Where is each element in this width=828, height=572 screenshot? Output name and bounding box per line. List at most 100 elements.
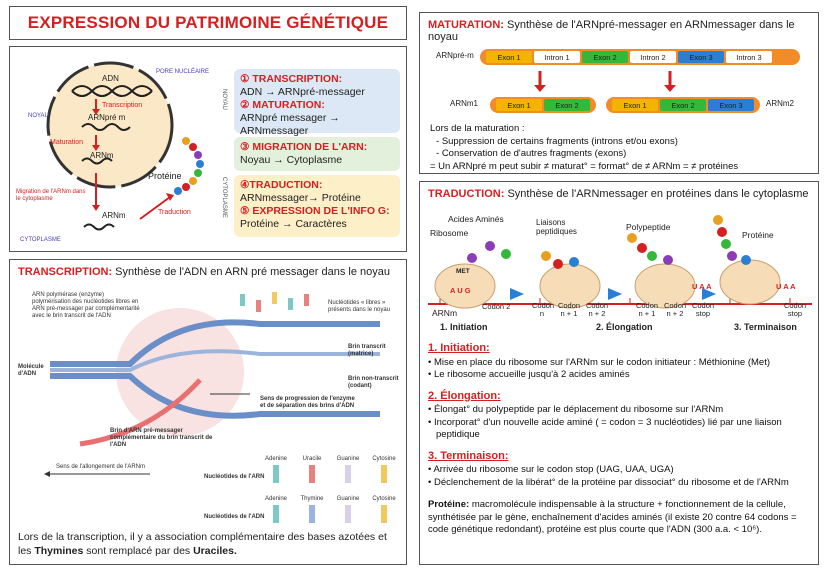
maturation-arrows <box>534 71 676 92</box>
met-badge: MET <box>456 268 470 275</box>
step-5-title: ⑤ EXPRESSION DE L'INFO G: <box>240 205 390 217</box>
arn-base-label: Adenine <box>264 456 288 462</box>
adn-base-stick <box>381 505 387 523</box>
maturation-bullet-2: - Conservation de d'autres fragments (ex… <box>436 148 627 159</box>
bullet-text: Mise en place du ribosome sur l'ARNm sur… <box>433 356 771 368</box>
sens-allongement-label: Sens de l'allongement de l'ARNm <box>56 464 146 470</box>
m2-exon-1: Exon 1 <box>612 99 658 111</box>
overview-panel: PORE NUCLÉAIRE NOYAU ADN Transcription A… <box>9 46 407 252</box>
seg-exon-3: Exon 3 <box>678 51 724 63</box>
terminaison-bullet-2: • Déclenchement de la libérat° de la pro… <box>428 476 789 488</box>
arn-pre-m-label: ARNpré-m <box>436 51 474 60</box>
brin-arn-label: Brin d'ARN pré-messager complémentaire d… <box>110 428 213 448</box>
ribosome-label: Ribosome <box>430 228 469 238</box>
arnm-label: ARNm <box>432 308 458 318</box>
proteine-bold: Protéine: <box>428 499 470 510</box>
arn-base-adenine: Adenine <box>260 456 292 490</box>
conclusion-part-1: Lors de la transcription, il y a associa… <box>18 531 387 557</box>
arn-bases-row: Adenine Uracile Guanine Cytosine <box>260 456 400 490</box>
arn-m2-label: ARNm2 <box>766 99 795 108</box>
proteine-def-text: macromolécule indispensable à la structu… <box>428 499 797 535</box>
maturation-arrow-label: Maturation <box>50 139 84 146</box>
polypeptide-label: Polypeptide <box>626 222 671 232</box>
adn-base-stick <box>309 505 315 523</box>
initiation-title: 1. Initiation: <box>428 342 490 354</box>
proteine-label: Protéine <box>742 230 774 240</box>
traduction-header: TRADUCTION: Synthèse de l'ARNmessager en… <box>428 188 809 200</box>
free-nucleotides <box>240 292 309 312</box>
seg-intron-3: Intron 3 <box>726 51 772 63</box>
transcription-subtitle: Synthèse de l'ADN en ARN pré messager da… <box>115 266 390 278</box>
arn-base-stick <box>381 465 387 483</box>
migration-label: Migration de l'ARNm dans le cytoplasme <box>16 189 86 202</box>
arn-m-label: ARNm <box>90 151 114 160</box>
bullet-text: Conservation de d'autres fragments (exon… <box>441 148 627 159</box>
step-2-line: ARNpré messager → ARNmessager <box>240 112 340 137</box>
step-box-yellow: ④TRADUCTION: ARNmessager→ Protéine ⑤ EXP… <box>234 175 400 237</box>
step-2-title: ② MATURATION: <box>240 99 325 111</box>
phase-elongation: 2. Élongation <box>596 322 653 332</box>
side-noyau: NOYAU <box>221 89 227 110</box>
nuc-arn-label: Nucléotides de l'ARN <box>204 474 265 480</box>
brin-non-transcrit-label: Brin non-transcrit (codant) <box>348 376 399 389</box>
acides-amines-label: Acides Aminés <box>448 214 504 224</box>
adn-base-label: Adenine <box>264 496 288 502</box>
nucleus-diagram <box>46 61 204 231</box>
codon-stop-label: Codon stop <box>691 301 715 318</box>
transcription-title: TRANSCRIPTION: <box>18 266 113 278</box>
initiation-bullet-1: • Mise en place du ribosome sur l'ARNm s… <box>428 356 771 368</box>
maturation-subtitle: Synthèse de l'ARNpré-messager en ARNmess… <box>428 19 795 43</box>
step-3-line: Noyau → Cytoplasme <box>240 154 343 166</box>
maturation-text: Lors de la maturation : - Suppression de… <box>430 123 814 173</box>
codon-n2-label: Codon n + 2 <box>585 301 609 318</box>
step-3-title: ③ MIGRATION DE L'ARN: <box>240 141 368 153</box>
uaa-label-elong: U A A <box>692 282 712 291</box>
brin-transcrit-label: Brin transcrit (matrice) <box>348 344 386 357</box>
bullet-text: Arrivée du ribosome sur le codon stop (U… <box>433 464 674 475</box>
adn-base-adenine: Adenine <box>260 496 292 530</box>
maturation-text-head: Lors de la maturation : <box>430 123 525 134</box>
nuc-adn-label: Nucléotides de l'ADN <box>204 514 265 520</box>
sens-progression-label: Sens de progression de l'enzyme et de sé… <box>260 396 355 409</box>
main-title: EXPRESSION DU PATRIMOINE GÉNÉTIQUE <box>27 13 389 32</box>
bullet-text: Incorporat° d'un nouvelle acide aminé ( … <box>433 416 782 441</box>
arn-base-cytosine: Cytosine <box>368 456 400 490</box>
arn-base-stick <box>345 465 351 483</box>
arn-base-label: Guanine <box>336 456 360 462</box>
phase-initiation: 1. Initiation <box>440 322 488 332</box>
maturation-bullet-1: - Suppression de certains fragments (int… <box>436 135 678 147</box>
molecule-adn-label: Molécule d'ADN <box>18 364 44 377</box>
step-1-line: ADN → ARNpré-messager <box>240 86 365 98</box>
adn-bases-row: Adenine Thymine Guanine Cytosine <box>260 496 400 530</box>
arn-base-guanine: Guanine <box>332 456 364 490</box>
arn-base-stick <box>309 465 315 483</box>
arn-base-stick <box>273 465 279 483</box>
traduction-diagram <box>428 215 812 309</box>
step-box-green: ③ MIGRATION DE L'ARN: Noyau → Cytoplasme <box>234 137 400 171</box>
elongation-title: 2. Élongation: <box>428 389 501 402</box>
adn-base-label: Thymine <box>300 496 324 502</box>
codon-n1-label-b: Codon n + 1 <box>635 301 659 318</box>
transcription-panel: TRANSCRIPTION: Synthèse de l'ADN en ARN … <box>9 259 407 565</box>
step-4-title: ④TRADUCTION: <box>240 179 323 191</box>
maturation-title: MATURATION: <box>428 19 504 31</box>
codon-n2-label-b: Codon n + 2 <box>663 301 687 318</box>
transcription-arrow-label: Transcription <box>102 102 143 109</box>
m1-exon-2: Exon 2 <box>544 99 590 111</box>
side-cytoplasme: CYTOPLASME <box>221 177 227 218</box>
traduction-arrow-label: Traduction <box>158 209 191 216</box>
m2-exon-2: Exon 2 <box>660 99 706 111</box>
proteine-label: Protéine <box>148 171 182 181</box>
proteine-definition: Protéine: macromolécule indispensable à … <box>428 499 814 537</box>
transcription-header: TRANSCRIPTION: Synthèse de l'ADN en ARN … <box>18 266 390 278</box>
codon-n-label: Codon n <box>532 301 555 318</box>
arn-m-cyto-label: ARNm <box>102 211 126 220</box>
arn-base-label: Cytosine <box>372 456 396 462</box>
bullet-text: Le ribosome accueille jusqu'à 2 acides a… <box>433 369 630 380</box>
m1-exon-1: Exon 1 <box>496 99 542 111</box>
codon2-label: Codon 2 <box>482 302 511 311</box>
conclusion-part-2: sont remplacé par des <box>83 545 194 557</box>
adn-base-stick <box>345 505 351 523</box>
seg-exon-1: Exon 1 <box>486 51 532 63</box>
phase-terminaison: 3. Terminaison <box>734 322 797 332</box>
